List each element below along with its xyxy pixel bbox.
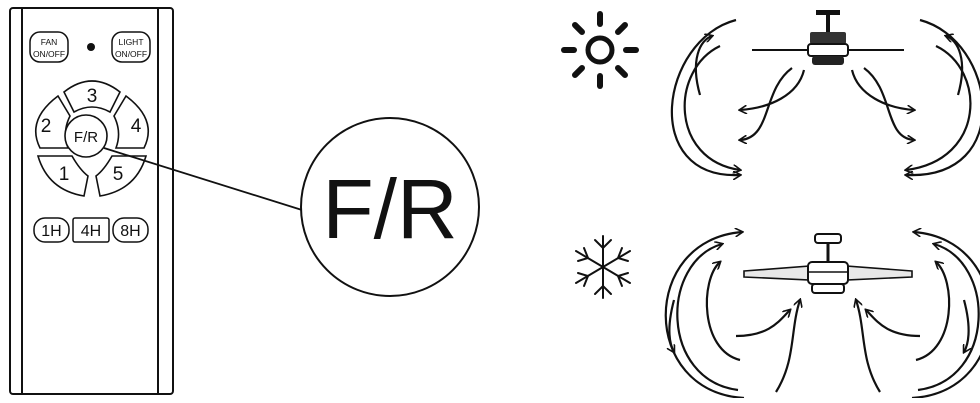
forward-reverse-button[interactable]: F/R [65,115,107,157]
timer-1h-button[interactable]: 1H [34,218,69,242]
fr-callout: F/R [301,118,479,296]
winter-fan-light [812,284,844,293]
winter-fan-blade-right [846,266,912,280]
winter-airflow-arrows [666,232,980,398]
sun-icon [564,14,636,86]
summer-fan [752,10,904,65]
timer-4h-button[interactable]: 4H [73,218,109,242]
speed-label-1: 1 [59,164,70,185]
summer-fan-motor-band [808,44,848,56]
summer-fan-motor [810,32,846,44]
remote-control: FAN ON/OFF LIGHT ON/OFF 3 2 4 1 5 F/R 1H [10,8,173,394]
light-onoff-button[interactable]: LIGHT ON/OFF [112,32,150,62]
speed-label-5: 5 [113,164,124,185]
winter-fan [744,234,912,293]
indicator-led [87,43,95,51]
timer-8h-label: 8H [120,223,140,240]
callout-label: F/R [322,162,457,256]
winter-fan-motor [808,262,848,284]
speed-label-3: 3 [87,86,98,107]
speed-label-4: 4 [131,116,142,137]
timer-1h-label: 1H [41,223,61,240]
winter-fan-canopy [815,234,841,243]
winter-fan-blade-left [744,266,810,280]
speed-label-2: 2 [41,116,52,137]
summer-fan-canopy [816,10,840,15]
light-button-sublabel: ON/OFF [115,49,147,59]
summer-fan-light [812,56,844,65]
fan-button-sublabel: ON/OFF [33,49,65,59]
timer-4h-label: 4H [81,223,101,240]
snowflake-icon [576,236,630,298]
remote-body [10,8,173,394]
forward-reverse-label: F/R [74,129,98,146]
light-button-label: LIGHT [118,37,143,47]
fan-button-label: FAN [41,37,58,47]
timer-8h-button[interactable]: 8H [113,218,148,242]
fan-onoff-button[interactable]: FAN ON/OFF [30,32,68,62]
